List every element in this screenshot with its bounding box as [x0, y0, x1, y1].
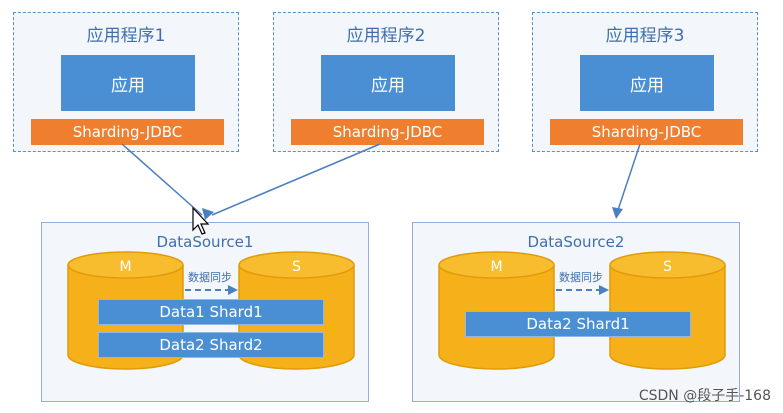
shard-bar-1: Data1 Shard1: [98, 299, 324, 325]
slave-label-2: S: [663, 259, 672, 275]
arrowhead-ds1: [202, 208, 214, 220]
app-box-3: 应用程序3 应用 Sharding-JDBC: [532, 12, 758, 152]
master-label-2: M: [490, 259, 503, 275]
sharding-jdbc-3: Sharding-JDBC: [550, 119, 743, 145]
app-inner-1: 应用: [61, 55, 195, 111]
app-box-1: 应用程序1 应用 Sharding-JDBC: [13, 12, 239, 152]
sharding-jdbc-1: Sharding-JDBC: [31, 119, 224, 145]
slave-db-2: S: [609, 251, 726, 371]
app-title-3: 应用程序3: [605, 26, 685, 46]
arrow-app2-ds1: [211, 143, 381, 216]
sync-label-1: 数据同步: [188, 271, 232, 284]
shard-bar-2: Data2 Shard2: [98, 332, 324, 358]
sync-label-2: 数据同步: [559, 271, 603, 284]
arrowhead-ds2: [612, 207, 623, 219]
database-icon: [609, 251, 726, 370]
datasource-2-title: DataSource2: [527, 233, 625, 251]
app-title-2: 应用程序2: [346, 26, 426, 46]
app-box-2: 应用程序2 应用 Sharding-JDBC: [273, 12, 499, 152]
arrow-app1-ds1: [121, 143, 203, 216]
arrow-app3-ds2: [617, 143, 641, 211]
slave-label-1: S: [292, 259, 301, 275]
datasource-1: DataSource1 M S 数据同步 Data1 Shard1 Data2 …: [41, 222, 369, 402]
datasource-1-title: DataSource1: [156, 233, 254, 251]
app-title-1: 应用程序1: [86, 26, 166, 46]
master-label-1: M: [119, 259, 132, 275]
shard-bar-3: Data2 Shard1: [465, 311, 691, 337]
datasource-2: DataSource2 M S 数据同步 Data2 Shard1: [412, 222, 740, 402]
watermark: CSDN @段子手-168: [638, 388, 771, 404]
app-inner-2: 应用: [321, 55, 455, 111]
sharding-jdbc-2: Sharding-JDBC: [291, 119, 484, 145]
app-inner-3: 应用: [580, 55, 714, 111]
